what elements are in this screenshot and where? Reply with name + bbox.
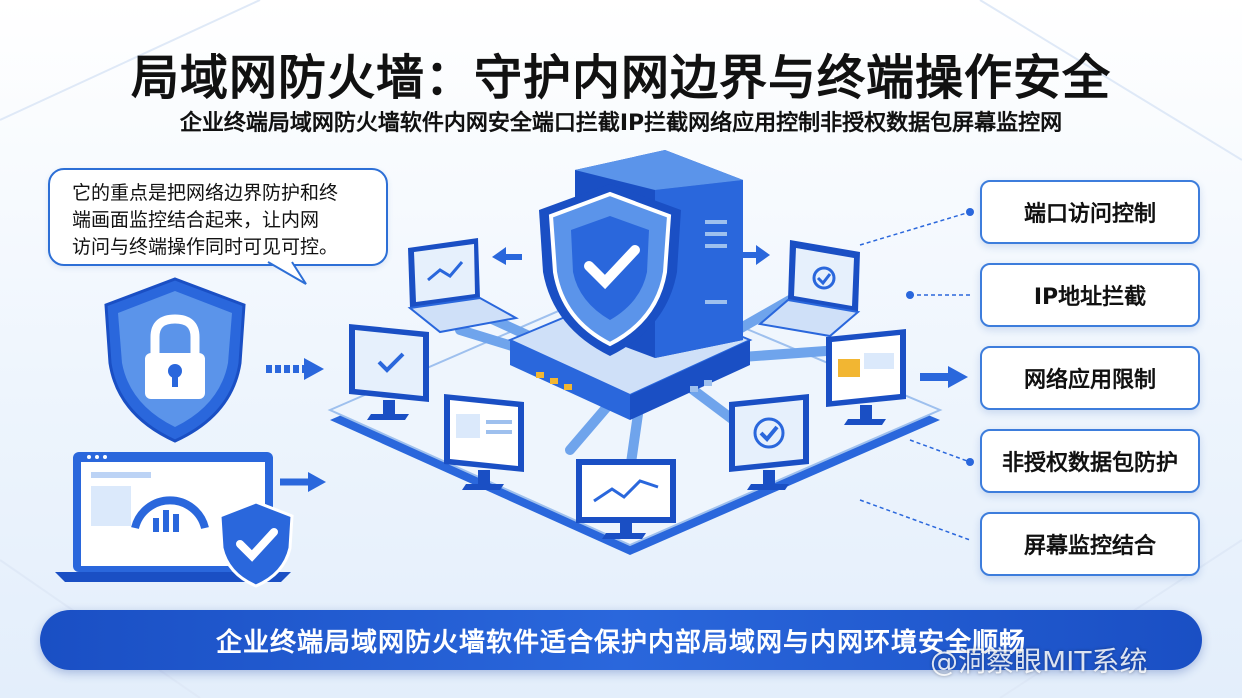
lock-shield-icon <box>104 277 246 443</box>
page-subtitle: 企业终端局域网防火墙软件内网安全端口拦截IP拦截网络应用控制非授权数据包屏幕监控… <box>179 111 1063 136</box>
monitor-icon <box>444 394 524 490</box>
watermark: @洞察眼MIT系统 <box>930 645 1148 678</box>
callout-tail <box>267 261 307 285</box>
feature-ip-blocking: IP地址拦截 <box>980 263 1200 327</box>
arrow-icon <box>920 366 968 388</box>
feature-connectors <box>859 208 974 541</box>
feature-app-restriction: 网络应用限制 <box>980 346 1200 410</box>
monitor-icon <box>826 329 906 425</box>
callout-line: 它的重点是把网络边界防护和终 <box>72 182 339 204</box>
arrow-icon <box>492 247 522 265</box>
monitor-icon <box>576 459 676 539</box>
arrow-icon <box>738 245 770 265</box>
callout-line: 访问与终端操作同时可见可控。 <box>72 236 339 258</box>
laptop-icon <box>757 240 861 338</box>
footer-banner: 企业终端局域网防火墙软件适合保护内部局域网与内网环境安全顺畅 <box>40 610 1202 670</box>
page-title: 局域网防火墙：守护内网边界与终端操作安全 <box>130 50 1111 106</box>
feature-port-access-control: 端口访问控制 <box>980 180 1200 244</box>
callout-bubble: 它的重点是把网络边界防护和终 端画面监控结合起来，让内网 访问与终端操作同时可见… <box>48 168 388 266</box>
monitor-icon <box>729 394 809 490</box>
laptop-icon <box>407 238 519 334</box>
arrow-icon <box>280 472 326 492</box>
callout-line: 端画面监控结合起来，让内网 <box>72 209 320 231</box>
checkmark-shield-icon <box>218 500 294 588</box>
feature-screen-monitoring: 屏幕监控结合 <box>980 512 1200 576</box>
monitor-icon <box>349 324 429 420</box>
arrow-icon <box>266 358 324 380</box>
checkmark-shield-icon <box>539 184 681 356</box>
feature-packet-protection: 非授权数据包防护 <box>980 429 1200 493</box>
